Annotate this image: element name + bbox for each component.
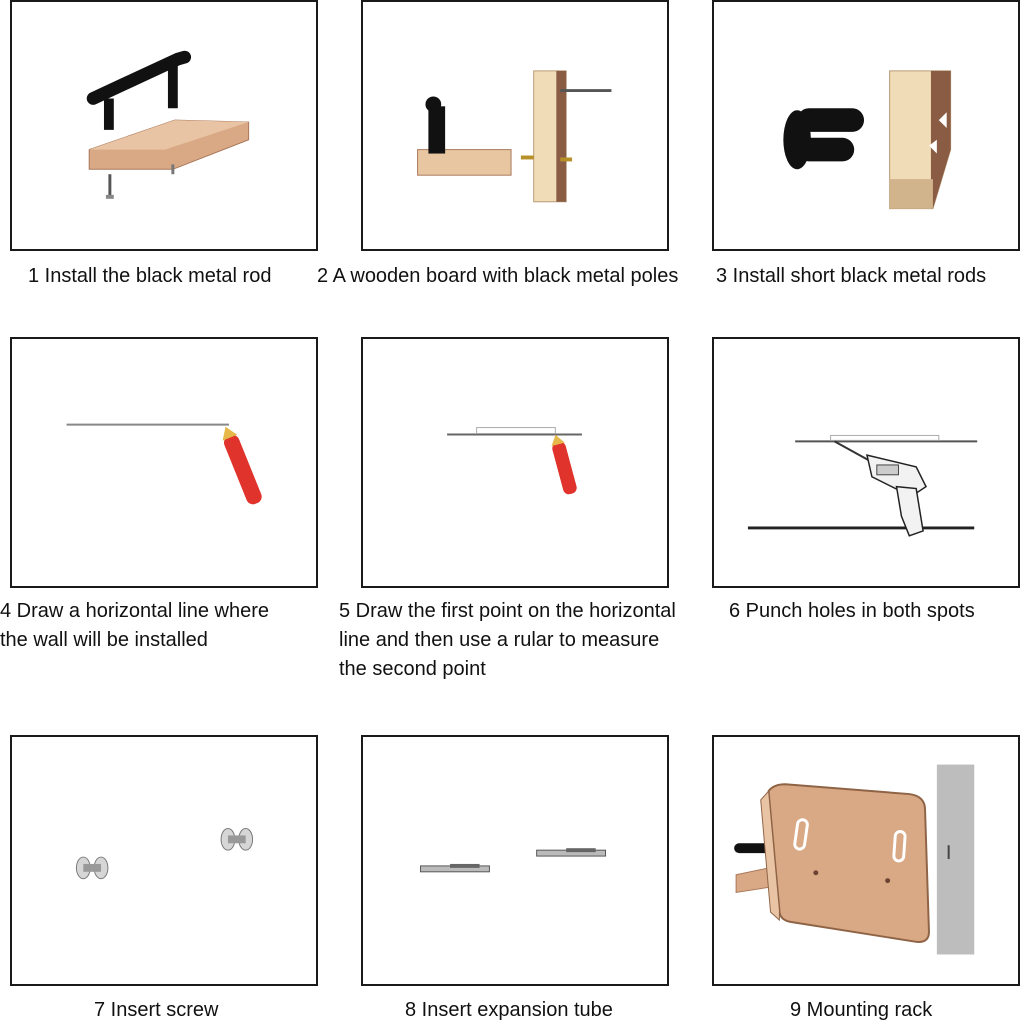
step-4-caption: 4 Draw a horizontal line where the wall … <box>0 600 270 651</box>
expansion-tube-icon <box>420 863 490 873</box>
step-2-caption: 2 A wooden board with black metal poles <box>317 265 679 287</box>
step-4-panel <box>10 337 318 588</box>
mounted-rack-icon <box>734 764 975 955</box>
expansion-tubes-icon <box>420 848 607 873</box>
red-marker-icon <box>551 434 577 495</box>
screw-icon <box>220 828 254 851</box>
step-8-caption: 8 Insert expansion tube <box>405 999 613 1021</box>
short-rods-icon <box>783 70 952 210</box>
step-3-panel <box>712 0 1020 251</box>
screw-icon <box>75 856 109 880</box>
step-8-panel <box>361 735 669 986</box>
step-6-panel <box>712 337 1020 588</box>
wall-icon <box>936 764 975 955</box>
step-7-panel <box>10 735 318 986</box>
step-5-panel <box>361 337 669 588</box>
step-5-caption: 5 Draw the first point on the horizontal… <box>339 600 676 680</box>
ruler-marker-icon <box>447 427 582 495</box>
shelf-with-rod-icon <box>86 50 250 199</box>
board-and-bracket-icon <box>417 70 612 203</box>
step-7-caption: 7 Insert screw <box>94 999 219 1021</box>
step-9-caption: 9 Mounting rack <box>790 999 933 1021</box>
step-1-caption: 1 Install the black metal rod <box>28 265 272 287</box>
marker-line-icon <box>66 423 262 505</box>
step-1-panel <box>10 0 318 251</box>
expansion-tube-icon <box>536 848 607 857</box>
red-marker-icon <box>222 426 262 505</box>
power-drill-icon <box>834 440 927 537</box>
drill-icon <box>747 434 978 537</box>
step-2-panel <box>361 0 669 251</box>
step-9-panel <box>712 735 1020 986</box>
screw-anchors-icon <box>75 828 254 880</box>
step-6-caption: 6 Punch holes in both spots <box>729 600 975 622</box>
step-3-caption: 3 Install short black metal rods <box>716 265 987 287</box>
